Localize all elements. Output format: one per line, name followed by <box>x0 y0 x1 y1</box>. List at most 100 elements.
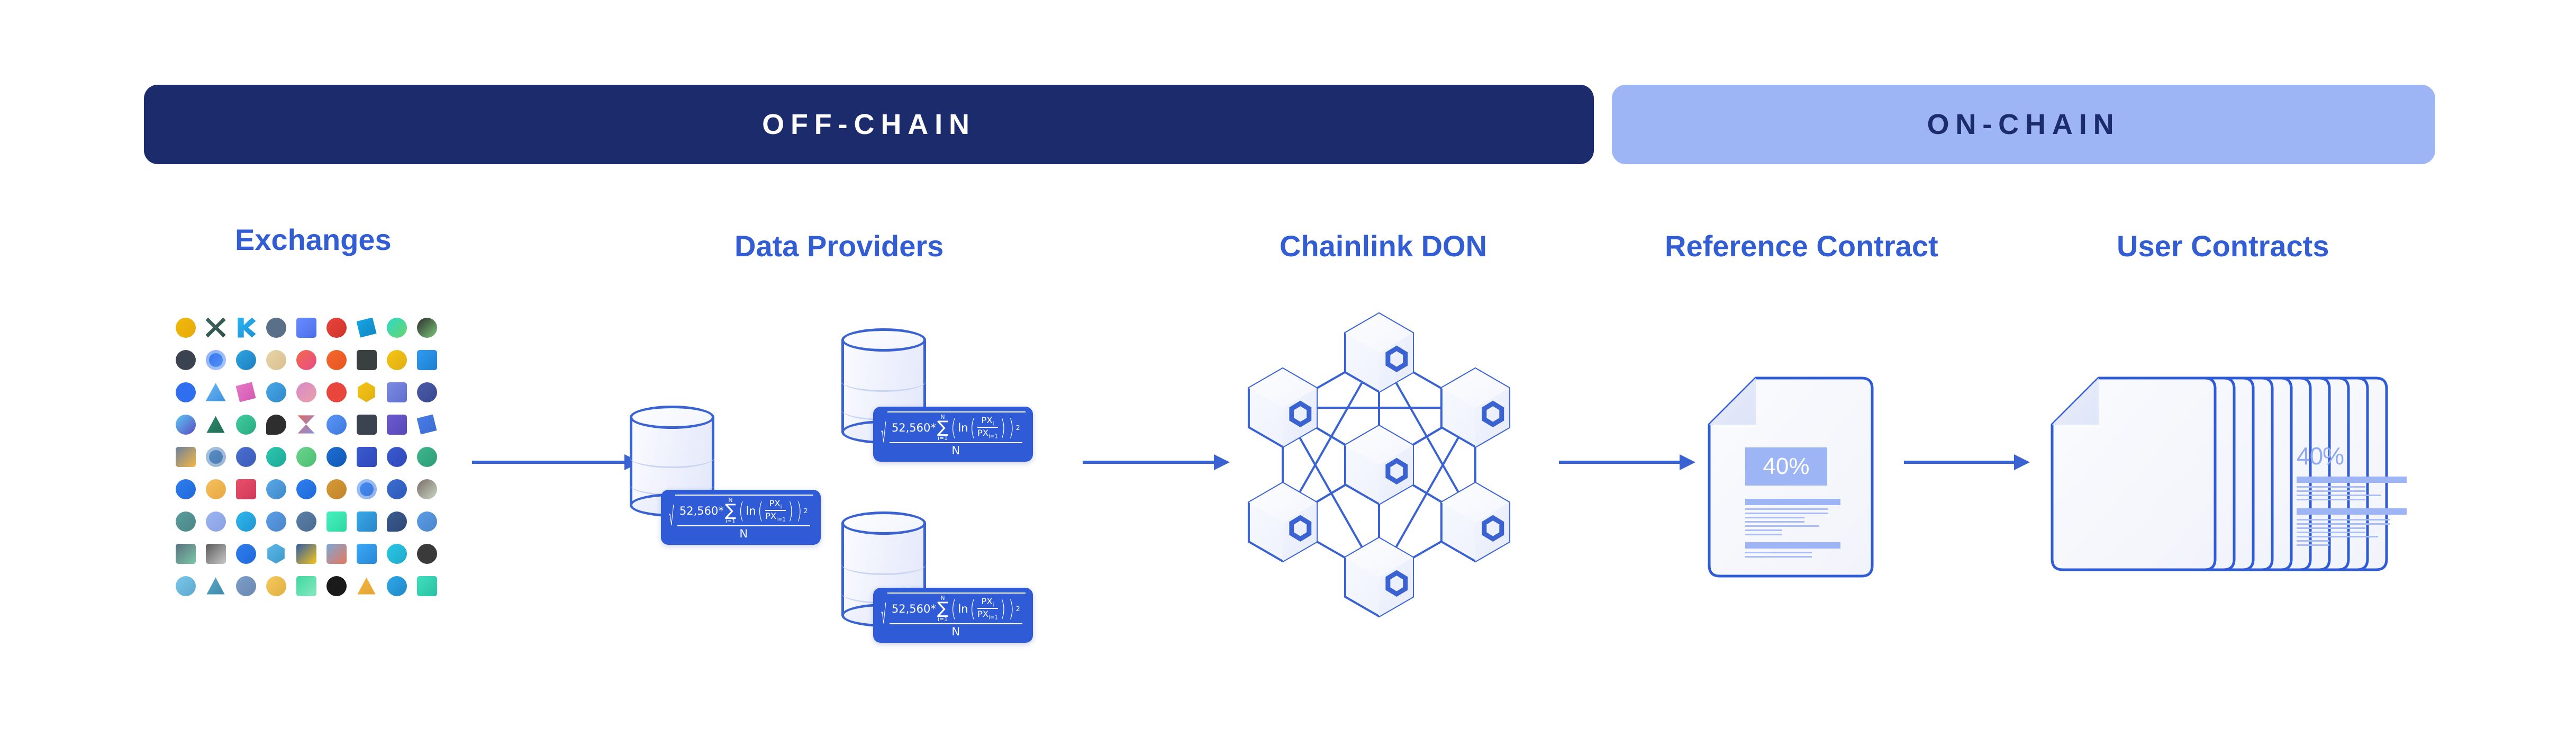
chainlink-hexagon-icon <box>1289 400 1312 428</box>
tokenize-icon <box>206 416 225 433</box>
coinbase-pro-icon <box>266 479 286 499</box>
doc-body-line <box>1745 534 1782 535</box>
chainlink-don-network <box>1220 290 1538 640</box>
chainlink-hexagon-icon <box>1385 457 1408 485</box>
exchange-cell <box>201 311 231 344</box>
exchange-cell <box>170 505 201 537</box>
gate-io-icon <box>326 511 347 532</box>
changelly-icon <box>296 446 316 467</box>
exchange-cell <box>170 441 201 473</box>
crypto-com-icon <box>296 349 316 370</box>
exchange-cell <box>351 311 382 344</box>
exchange-cell <box>170 408 201 441</box>
bithumb-icon <box>326 349 347 370</box>
bitforex-icon <box>297 415 315 434</box>
exchange-cell <box>231 344 261 376</box>
exchange-cell <box>291 473 321 505</box>
exchange-cell <box>321 505 351 537</box>
stage-label-user-contracts: User Contracts <box>2117 229 2329 263</box>
exchange-cell <box>321 473 351 505</box>
doc-heading-bar <box>1745 499 1840 505</box>
bitstamp-icon <box>356 317 377 338</box>
exchange-cell <box>351 441 382 473</box>
arrow-don-to-reference <box>1559 451 1697 472</box>
exchange-cell <box>321 311 351 344</box>
bitcoin-com-icon <box>356 479 377 499</box>
liquid-icon <box>386 317 407 338</box>
probit-icon <box>386 414 407 435</box>
exchange-cell <box>351 570 382 602</box>
exchange-cell <box>231 537 261 570</box>
bitmain-icon <box>205 543 226 564</box>
bitfly-icon <box>175 576 196 596</box>
uniswap-alt-icon <box>416 576 437 596</box>
coinsbit-icon <box>175 382 196 402</box>
okex-icon <box>326 446 347 467</box>
uc-body-line <box>2297 519 2390 520</box>
sushiswap-icon <box>235 382 256 402</box>
exchange-cell <box>261 505 291 537</box>
exchange-cell <box>291 570 321 602</box>
exchange-cell <box>261 408 291 441</box>
exchange-cell <box>201 376 231 408</box>
chainlink-hexagon-icon <box>1482 400 1504 428</box>
exchange-cell <box>351 344 382 376</box>
exchange-cell <box>382 376 412 408</box>
exchange-cell <box>321 344 351 376</box>
user-contract-percent-value: 40% <box>2297 442 2344 470</box>
fat-icon <box>386 576 407 596</box>
bitmesh-icon <box>326 543 347 564</box>
luno-icon <box>416 349 437 370</box>
exchange-cell <box>351 376 382 408</box>
mxc-icon <box>205 383 226 401</box>
uc-heading-bar <box>2297 508 2407 515</box>
bitmex-icon <box>326 414 347 435</box>
don-node <box>1440 481 1511 563</box>
exchange-cell <box>382 570 412 602</box>
exchange-cell <box>231 408 261 441</box>
off-chain-banner: OFF-CHAIN <box>144 85 1594 164</box>
digifinex-icon <box>235 511 256 532</box>
doc-body-line <box>1745 556 1812 558</box>
uc-body-line <box>2297 486 2365 488</box>
doc-body-line <box>1745 513 1828 514</box>
coinhako-icon <box>267 543 285 564</box>
exchange-cell <box>321 537 351 570</box>
whitebit-icon <box>326 576 347 596</box>
exchange-cell <box>382 473 412 505</box>
bitfinex-icon <box>326 317 347 338</box>
exchange-cell <box>321 408 351 441</box>
exchange-cell <box>261 570 291 602</box>
chainlink-hexagon-icon <box>1289 515 1312 542</box>
exchange-cell <box>382 311 412 344</box>
bitz-icon <box>358 382 375 402</box>
stormx-icon <box>205 317 226 338</box>
exchange-cell <box>201 505 231 537</box>
coinegg-icon <box>266 446 286 467</box>
exchange-cell <box>382 441 412 473</box>
off-chain-banner-label: OFF-CHAIN <box>762 109 976 140</box>
exchange-cell <box>382 344 412 376</box>
exchange-cell <box>412 376 442 408</box>
exchange-cell <box>261 376 291 408</box>
exchange-cell <box>261 473 291 505</box>
exchange-cell <box>170 473 201 505</box>
coinsuper-icon <box>205 479 226 499</box>
doc-body-line <box>1745 508 1828 510</box>
exchange-cell <box>231 473 261 505</box>
uc-body-line <box>2297 544 2329 546</box>
liquid-global-icon <box>416 479 437 499</box>
arrow-providers-to-don <box>1083 451 1231 472</box>
exchange-cell <box>201 537 231 570</box>
exchange-cell <box>382 537 412 570</box>
uc-body-line <box>2297 495 2381 496</box>
arrow-exchanges-to-providers <box>472 451 641 472</box>
exchange-cell <box>261 441 291 473</box>
coincheck-icon <box>235 543 256 564</box>
exchange-cell <box>170 344 201 376</box>
switcheo-icon <box>416 414 437 435</box>
uc-body-line <box>2297 499 2365 500</box>
coinfloor-icon <box>386 349 407 370</box>
